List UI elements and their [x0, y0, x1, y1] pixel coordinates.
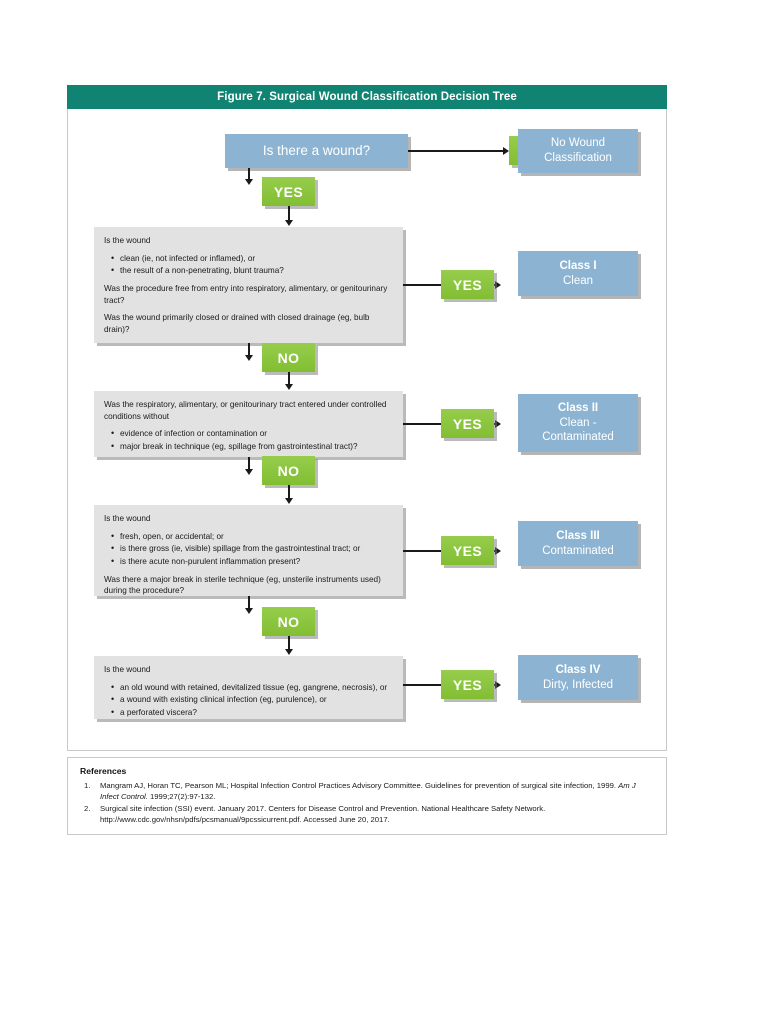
arrowhead-box2-to-no — [244, 469, 253, 475]
q4-bullets: an old wound with retained, devitalized … — [104, 681, 393, 719]
q3-bullet-2: is there gross (ie, visible) spillage fr… — [111, 542, 393, 555]
q2-bullets: evidence of infection or contamination o… — [104, 427, 393, 453]
result-no-wound-classification[interactable]: No Wound Classification — [518, 129, 638, 173]
result-class-4[interactable]: Class IV Dirty, Infected — [518, 655, 638, 700]
arrowhead-box3-to-yes — [495, 546, 501, 555]
no-label-class-3: NO — [277, 613, 300, 630]
figure-panel: Figure 7. Surgical Wound Classification … — [67, 85, 667, 751]
no-label-class-2: NO — [277, 462, 300, 479]
yes-chip-class-1[interactable]: YES — [441, 270, 494, 299]
arrowhead-box3-to-no — [244, 608, 253, 614]
arrowhead-no3-to-box4 — [284, 649, 293, 655]
class-2-line-1: Class II — [557, 401, 599, 414]
arrowhead-root-to-no — [503, 146, 509, 155]
class-2-line-2: Clean - — [559, 416, 597, 429]
class-4-line-2: Dirty, Infected — [542, 678, 614, 691]
q3-bullets: fresh, open, or accidental; or is there … — [104, 530, 393, 568]
connector-no2-to-box3 — [288, 485, 290, 498]
question-box-class-3[interactable]: Is the wound fresh, open, or accidental;… — [94, 505, 403, 596]
arrowhead-no1-to-box2 — [284, 384, 293, 390]
reference-1-post: 1999;27(2):97-132. — [147, 792, 216, 802]
connector-no3-to-box4 — [288, 636, 290, 649]
reference-item-1: 1. Mangram AJ, Horan TC, Pearson ML; Hos… — [80, 780, 654, 802]
no-wound-line-2: Classification — [544, 152, 612, 164]
q1-bullet-2: the result of a non-penetrating, blunt t… — [111, 264, 393, 277]
arrowhead-yes-to-box1 — [284, 220, 293, 226]
yes-label-class-2: YES — [452, 415, 483, 432]
class-3-line-2: Contaminated — [542, 544, 614, 557]
q1-para-2: Was the wound primarily closed or draine… — [104, 313, 370, 334]
arrowhead-box1-to-no — [244, 355, 253, 361]
q2-bullet-2: major break in technique (eg, spillage f… — [111, 440, 393, 453]
arrowhead-box1-to-yes — [495, 280, 501, 289]
root-question-box[interactable]: Is there a wound? — [225, 134, 408, 168]
no-chip-class-3[interactable]: NO — [262, 607, 315, 636]
yes-chip-class-3[interactable]: YES — [441, 536, 494, 565]
no-wound-line-1: No Wound — [550, 137, 606, 150]
connector-box3-to-no — [248, 596, 250, 608]
decision-tree-canvas: Is there a wound? NO No Wound Classifica… — [68, 110, 666, 750]
yes-label-class-3: YES — [452, 542, 483, 559]
result-class-3[interactable]: Class III Contaminated — [518, 521, 638, 566]
class-1-line-1: Class I — [559, 259, 597, 272]
reference-2-pre: Surgical site infection (SSI) event. Jan… — [100, 804, 546, 825]
question-box-class-4[interactable]: Is the wound an old wound with retained,… — [94, 656, 403, 719]
q2-bullet-1: evidence of infection or contamination o… — [111, 427, 393, 440]
reference-1-pre: Mangram AJ, Horan TC, Pearson ML; Hospit… — [100, 781, 619, 790]
reference-2-number: 2. — [84, 804, 91, 814]
q3-para-1: Was there a major break in sterile techn… — [104, 574, 381, 596]
class-4-line-1: Class IV — [555, 663, 601, 676]
references-heading: References — [80, 766, 127, 776]
q3-bullet-3: is there acute non-purulent inflammation… — [111, 555, 393, 568]
no-chip-class-2[interactable]: NO — [262, 456, 315, 485]
connector-box2-to-no — [248, 457, 250, 469]
q1-para-1: Was the procedure free from entry into r… — [104, 283, 388, 305]
q1-intro: Is the wound — [104, 236, 151, 245]
result-class-1[interactable]: Class I Clean — [518, 251, 638, 296]
references-panel: References 1. Mangram AJ, Horan TC, Pear… — [67, 757, 667, 835]
class-3-line-1: Class III — [556, 529, 600, 542]
arrowhead-no2-to-box3 — [284, 498, 293, 504]
q1-bullets: clean (ie, not infected or inflamed), or… — [104, 252, 393, 277]
q2-intro: Was the respiratory, alimentary, or geni… — [104, 400, 387, 421]
q4-intro: Is the wound — [104, 665, 151, 674]
q1-bullet-1: clean (ie, not infected or inflamed), or — [111, 252, 393, 265]
yes-label-class-1: YES — [452, 276, 483, 293]
connector-box1-to-no — [248, 343, 250, 355]
q3-bullet-1: fresh, open, or accidental; or — [111, 530, 393, 543]
q3-intro: Is the wound — [104, 514, 151, 523]
figure-title-bar: Figure 7. Surgical Wound Classification … — [67, 85, 667, 109]
q4-bullet-2: a wound with existing clinical infection… — [111, 693, 393, 706]
question-box-class-2[interactable]: Was the respiratory, alimentary, or geni… — [94, 391, 403, 457]
arrowhead-box4-to-yes — [495, 680, 501, 689]
root-question-text: Is there a wound? — [262, 143, 371, 159]
arrowhead-root-to-yes — [244, 179, 253, 185]
yes-chip-class-2[interactable]: YES — [441, 409, 494, 438]
arrowhead-box2-to-yes — [495, 419, 501, 428]
figure-title: Figure 7. Surgical Wound Classification … — [217, 91, 517, 103]
root-yes-label: YES — [273, 183, 304, 200]
result-class-2[interactable]: Class II Clean - Contaminated — [518, 394, 638, 452]
reference-item-2: 2. Surgical site infection (SSI) event. … — [80, 803, 654, 825]
reference-1-text: Mangram AJ, Horan TC, Pearson ML; Hospit… — [100, 780, 654, 802]
no-label-class-1: NO — [277, 349, 300, 366]
q4-bullet-3: a perforated viscera? — [111, 706, 393, 719]
connector-root-to-yes — [248, 168, 250, 179]
reference-2-text: Surgical site infection (SSI) event. Jan… — [100, 803, 654, 825]
reference-1-number: 1. — [84, 781, 91, 790]
reference-1-italic: Am J Infect Control. — [100, 781, 636, 802]
q4-bullet-1: an old wound with retained, devitalized … — [111, 681, 393, 694]
connector-no1-to-box2 — [288, 372, 290, 384]
class-1-line-2: Clean — [562, 274, 594, 287]
no-chip-class-1[interactable]: NO — [262, 343, 315, 372]
connector-yes-to-box1 — [288, 206, 290, 220]
root-yes-chip[interactable]: YES — [262, 177, 315, 206]
class-2-line-3: Contaminated — [542, 431, 614, 444]
yes-chip-class-4[interactable]: YES — [441, 670, 494, 699]
yes-label-class-4: YES — [452, 676, 483, 693]
question-box-class-1[interactable]: Is the wound clean (ie, not infected or … — [94, 227, 403, 343]
connector-root-to-no — [408, 150, 503, 152]
